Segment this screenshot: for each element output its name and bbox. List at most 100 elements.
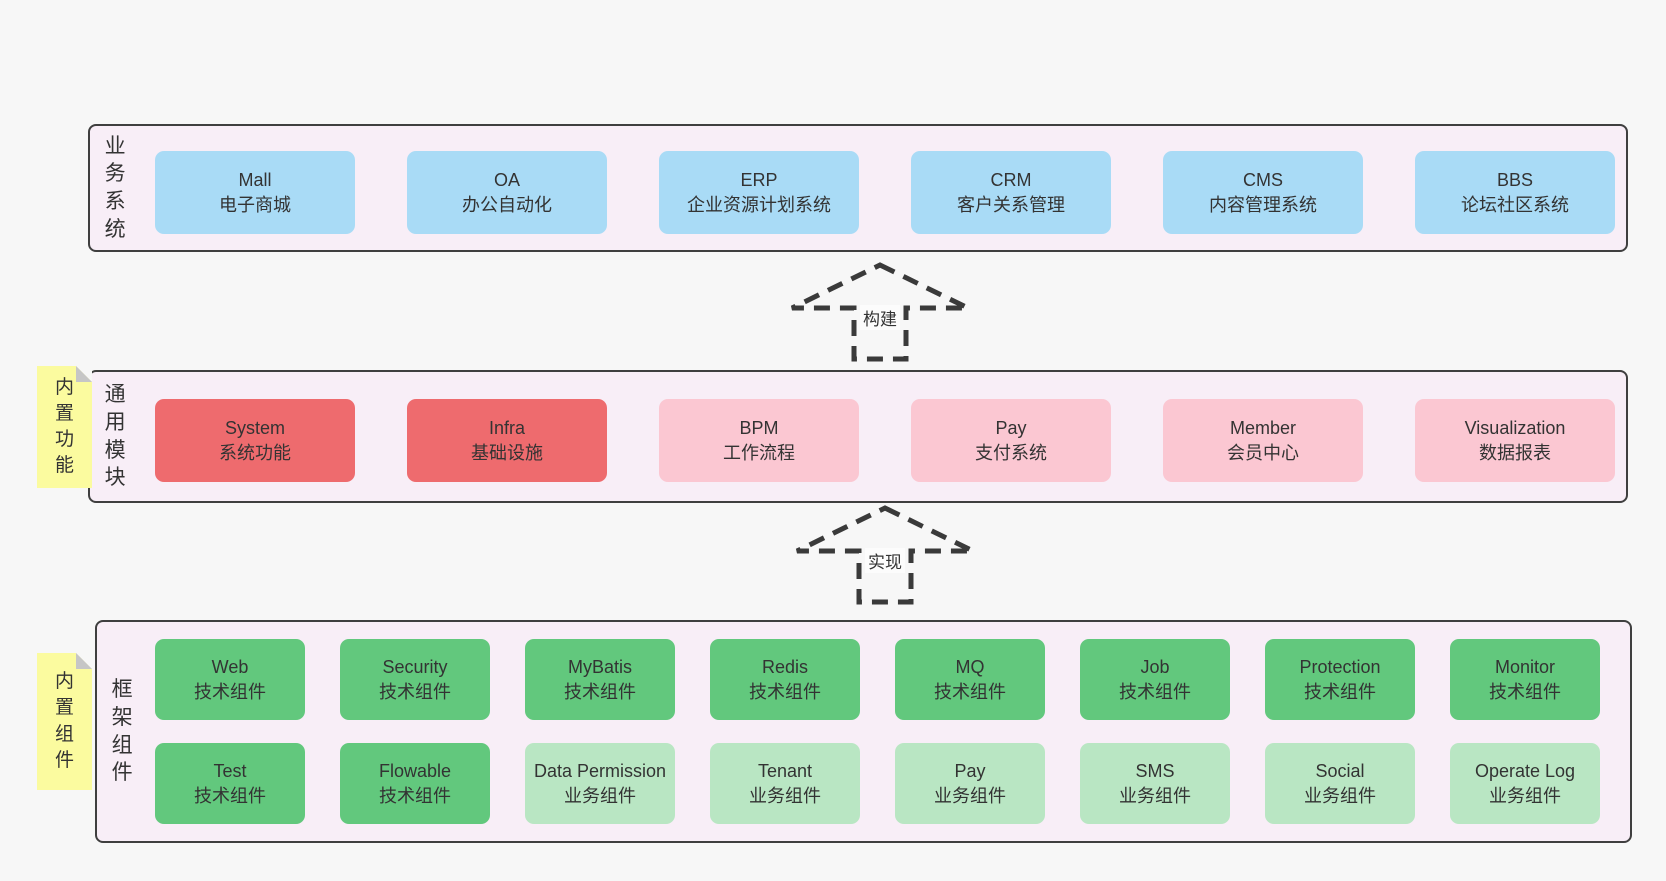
diagram-box-bbs: BBS 论坛社区系统 (1415, 151, 1615, 234)
diagram-box-security: Security 技术组件 (340, 639, 490, 720)
diagram-box-crm: CRM 客户关系管理 (911, 151, 1111, 234)
box-title: BBS (1496, 169, 1534, 190)
diagram-box-cms: CMS 内容管理系统 (1163, 151, 1363, 234)
box-subtitle: 会员中心 (1227, 442, 1299, 463)
up-arrow-dashed-icon (790, 262, 970, 362)
box-subtitle: 技术组件 (564, 681, 636, 702)
box-title: Flowable (378, 760, 452, 781)
box-subtitle: 技术组件 (1119, 681, 1191, 702)
diagram-box-pay: Pay 支付系统 (911, 399, 1111, 482)
diagram-box-operate-log: Operate Log 业务组件 (1450, 743, 1600, 824)
box-title: Social (1315, 760, 1365, 781)
box-subtitle: 办公自动化 (462, 194, 552, 215)
box-title: Security (382, 656, 448, 677)
diagram-box-pay: Pay 业务组件 (895, 743, 1045, 824)
box-title: Redis (761, 656, 809, 677)
layer-common-modules: 通用模块 System 系统功能 Infra 基础设施 BPM 工作流程 Pay 支付系统 Me… (88, 370, 1628, 503)
box-subtitle: 技术组件 (749, 681, 821, 702)
box-subtitle: 系统功能 (219, 442, 291, 463)
box-title: Pay (995, 417, 1027, 438)
box-title: SMS (1135, 760, 1175, 781)
diagram-box-erp: ERP 企业资源计划系统 (659, 151, 859, 234)
box-subtitle: 基础设施 (471, 442, 543, 463)
diagram-box-protection: Protection 技术组件 (1265, 639, 1415, 720)
box-title: OA (493, 169, 520, 190)
box-title: Protection (1299, 656, 1381, 677)
diagram-box-sms: SMS 业务组件 (1080, 743, 1230, 824)
box-title: Monitor (1494, 656, 1556, 677)
box-subtitle: 业务组件 (934, 785, 1006, 806)
box-title: CRM (990, 169, 1032, 190)
box-title: Mall (238, 169, 272, 190)
box-subtitle: 技术组件 (934, 681, 1006, 702)
box-title: Job (1140, 656, 1170, 677)
box-subtitle: 客户关系管理 (957, 194, 1065, 215)
box-subtitle: 业务组件 (749, 785, 821, 806)
diagram-box-test: Test 技术组件 (155, 743, 305, 824)
box-title: System (224, 417, 285, 438)
diagram-box-monitor: Monitor 技术组件 (1450, 639, 1600, 720)
layer-side-label-modules: 通用模块 (104, 383, 126, 490)
diagram-box-social: Social 业务组件 (1265, 743, 1415, 824)
box-subtitle: 技术组件 (1489, 681, 1561, 702)
diagram-box-oa: OA 办公自动化 (407, 151, 607, 234)
diagram-box-web: Web 技术组件 (155, 639, 305, 720)
diagram-box-mybatis: MyBatis 技术组件 (525, 639, 675, 720)
box-title: Visualization (1464, 417, 1566, 438)
box-title: BPM (739, 417, 779, 438)
box-subtitle: 技术组件 (194, 681, 266, 702)
diagram-box-infra: Infra 基础设施 (407, 399, 607, 482)
arrow-implement-label: 实现 (865, 548, 905, 573)
sticky-note-builtin-components: 内置组件 (37, 653, 92, 790)
box-title: Web (211, 656, 249, 677)
box-title: CMS (1243, 169, 1283, 190)
box-title: Member (1229, 417, 1296, 438)
diagram-box-flowable: Flowable 技术组件 (340, 743, 490, 824)
layer-side-label-components: 框架组件 (111, 678, 133, 785)
box-subtitle: 技术组件 (379, 785, 451, 806)
box-subtitle: 工作流程 (723, 442, 795, 463)
box-subtitle: 业务组件 (1119, 785, 1191, 806)
diagram-box-visualization: Visualization 数据报表 (1415, 399, 1615, 482)
box-subtitle: 内容管理系统 (1209, 194, 1317, 215)
arrow-build-label: 构建 (860, 305, 900, 330)
box-subtitle: 支付系统 (975, 442, 1047, 463)
box-title: MyBatis (567, 656, 632, 677)
sticky-note-builtin-features: 内置功能 (37, 366, 92, 488)
diagram-box-tenant: Tenant 业务组件 (710, 743, 860, 824)
box-subtitle: 技术组件 (1304, 681, 1376, 702)
box-subtitle: 论坛社区系统 (1461, 194, 1569, 215)
box-title: Operate Log (1474, 760, 1576, 781)
modules-boxes-row: System 系统功能 Infra 基础设施 BPM 工作流程 Pay 支付系统 Member 会… (155, 399, 1615, 482)
arrow-build: 构建 (785, 262, 975, 362)
box-title: Test (213, 760, 247, 781)
box-title: Pay (954, 760, 986, 781)
box-subtitle: 业务组件 (1489, 785, 1561, 806)
box-subtitle: 企业资源计划系统 (687, 194, 831, 215)
box-title: Infra (488, 417, 526, 438)
diagram-box-member: Member 会员中心 (1163, 399, 1363, 482)
box-subtitle: 技术组件 (194, 785, 266, 806)
diagram-box-mq: MQ 技术组件 (895, 639, 1045, 720)
box-title: MQ (955, 656, 985, 677)
diagram-box-bpm: BPM 工作流程 (659, 399, 859, 482)
diagram-box-redis: Redis 技术组件 (710, 639, 860, 720)
box-subtitle: 技术组件 (379, 681, 451, 702)
up-arrow-dashed-icon (795, 505, 975, 605)
box-title: Tenant (757, 760, 813, 781)
box-subtitle: 业务组件 (1304, 785, 1376, 806)
arrow-implement: 实现 (790, 505, 980, 605)
box-subtitle: 业务组件 (564, 785, 636, 806)
diagram-box-job: Job 技术组件 (1080, 639, 1230, 720)
box-subtitle: 数据报表 (1479, 442, 1551, 463)
layer-side-label-business: 业务系统 (104, 134, 126, 241)
box-title: ERP (740, 169, 778, 190)
